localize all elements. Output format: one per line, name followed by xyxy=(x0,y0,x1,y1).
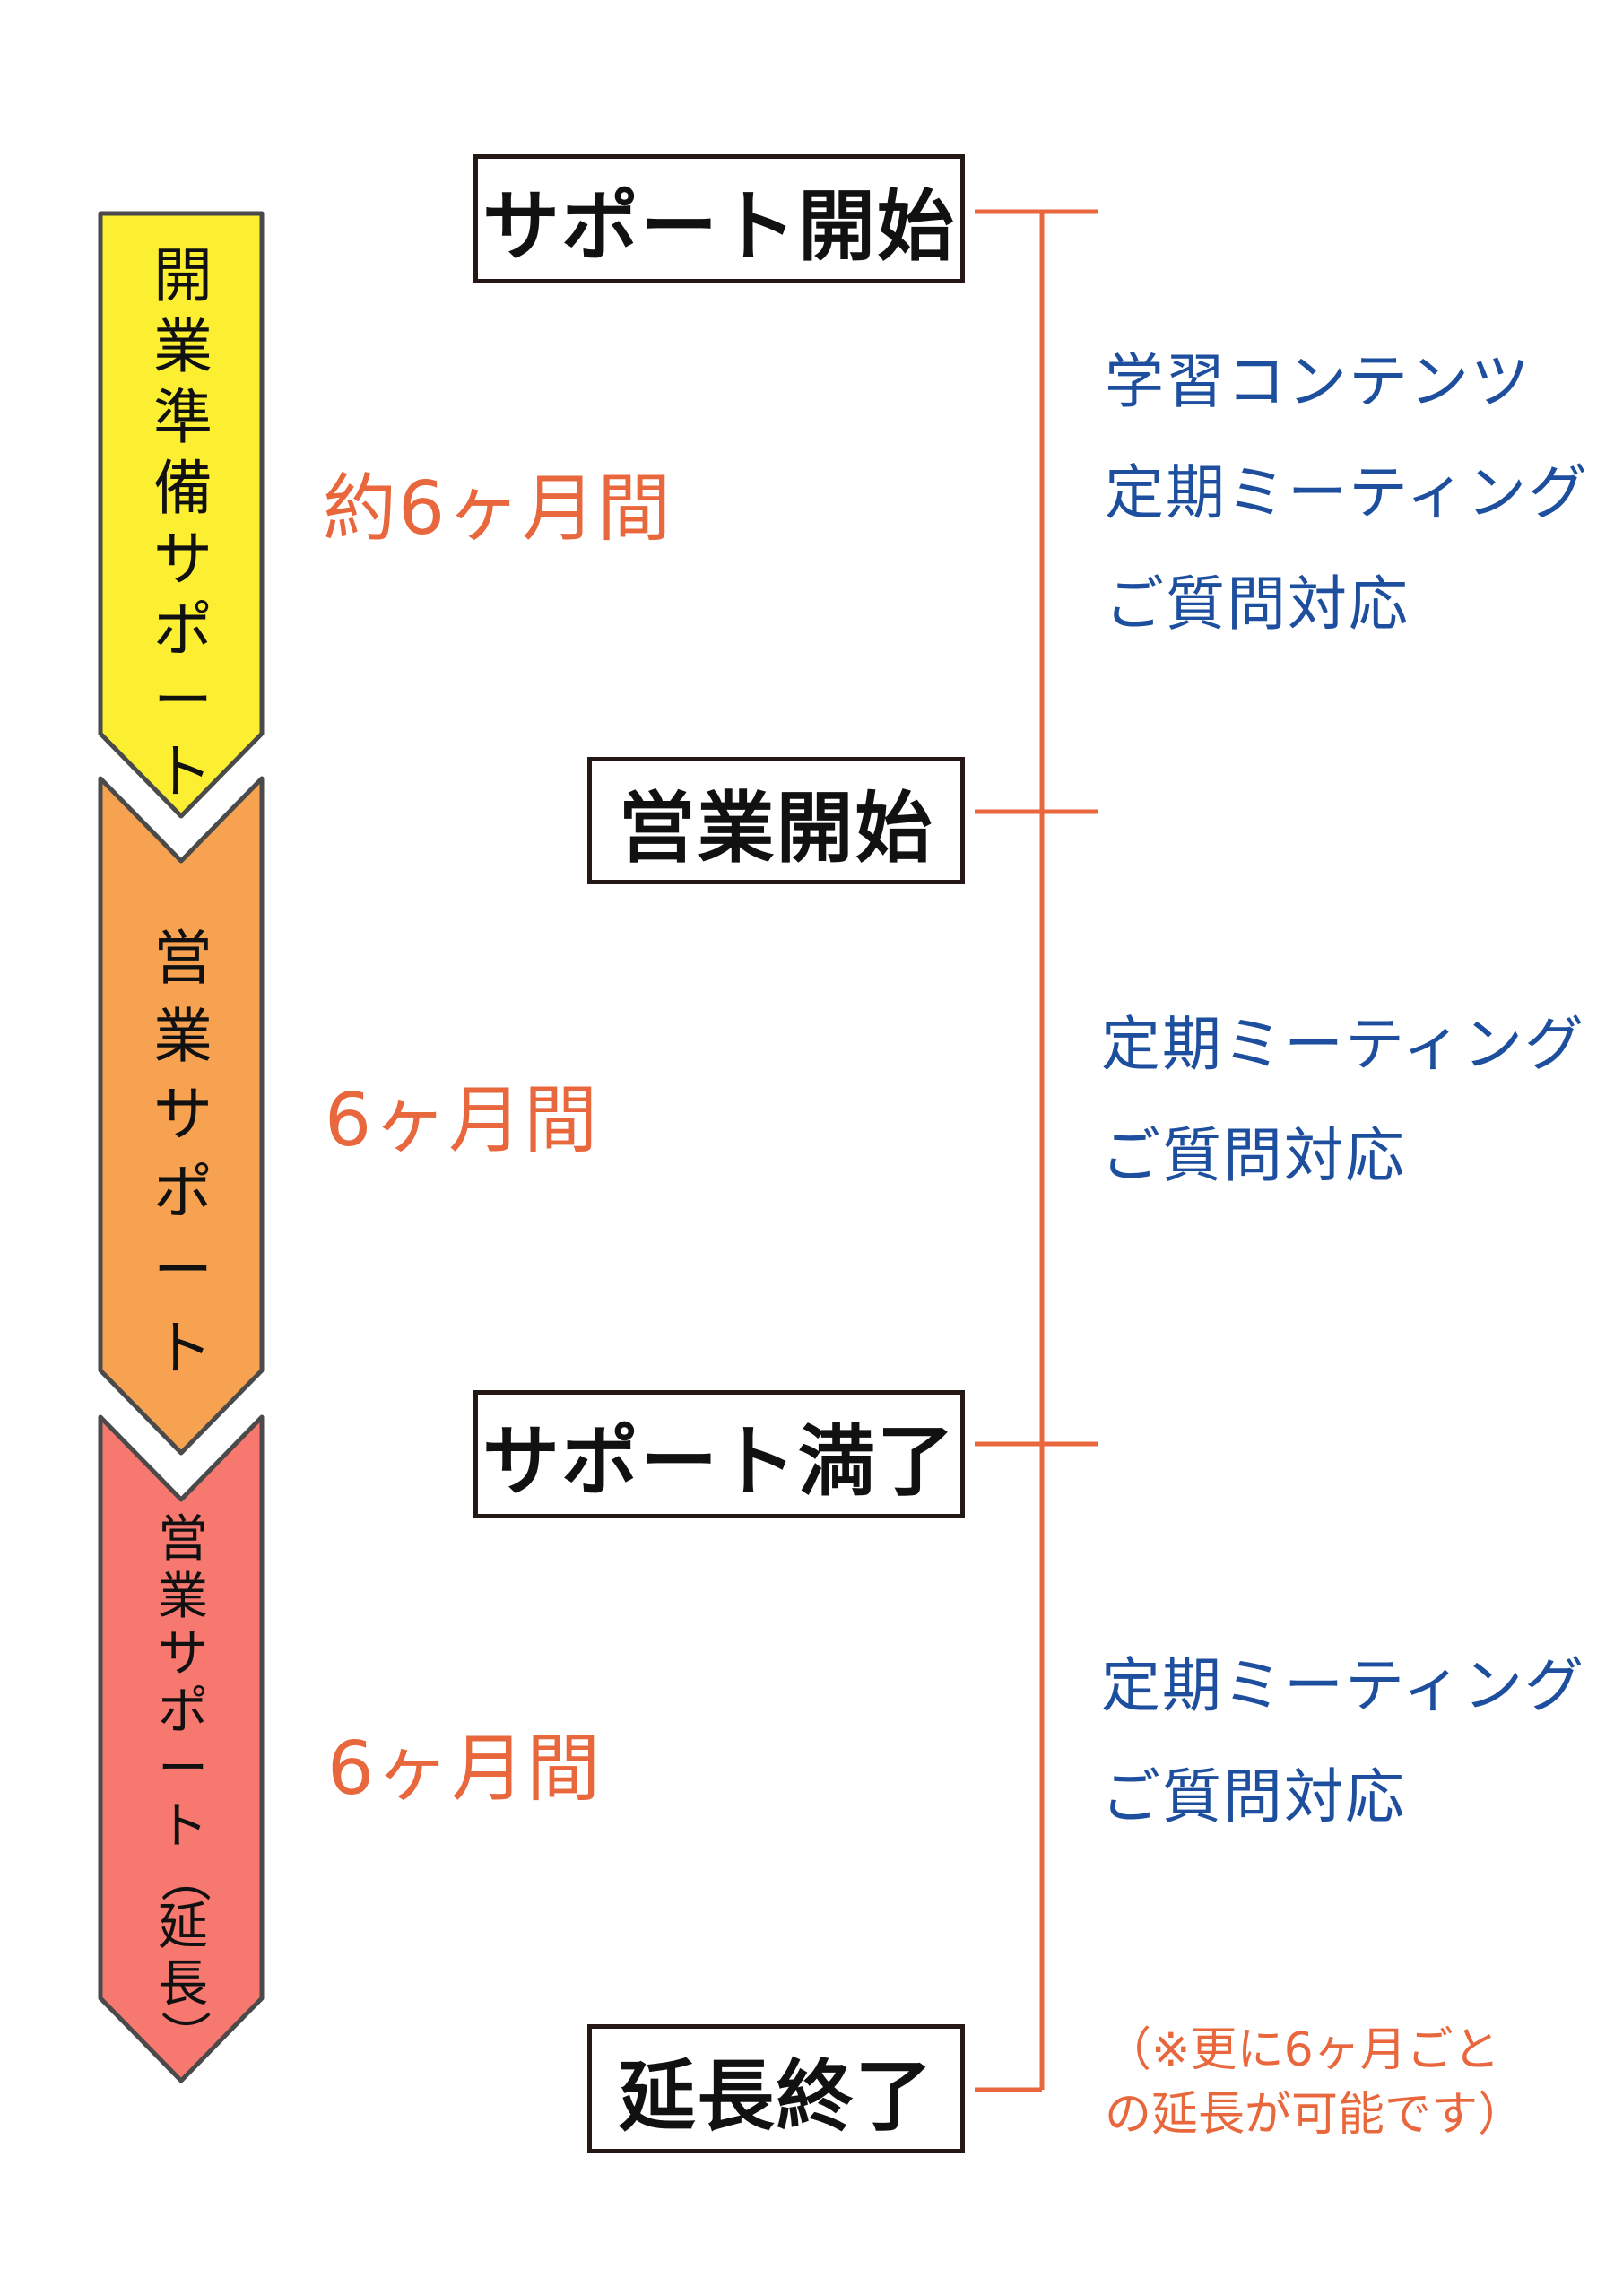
phase-arrow-preparation xyxy=(98,211,265,819)
service-item: 定期ミーティング xyxy=(1105,458,1590,527)
duration-sales: 6ヶ月間 xyxy=(325,1078,600,1163)
service-item: ご質問対応 xyxy=(1101,1121,1406,1190)
milestone-extension-end: 延長終了 xyxy=(587,2024,965,2153)
services-preparation: 学習コンテンツ 定期ミーティング ご質問対応 xyxy=(1105,326,1589,660)
milestone-support-end: サポート満了 xyxy=(473,1390,965,1518)
service-item: 学習コンテンツ xyxy=(1105,347,1532,416)
milestone-sales-start: 営業開始 xyxy=(587,757,965,884)
phase-label-preparation: 開 業 準 備 サ ポ ー ト xyxy=(153,241,213,806)
service-item: ご質問対応 xyxy=(1105,570,1410,639)
service-item: 定期ミーティング xyxy=(1101,1651,1586,1720)
services-sales: 定期ミーティング ご質問対応 xyxy=(1101,989,1585,1212)
service-item: 定期ミーティング xyxy=(1101,1010,1586,1079)
phase-label-sales: 営 業 サ ポ ー ト xyxy=(153,924,213,1383)
extension-note: （※更に6ヶ月ごと の延長が可能です） xyxy=(1105,2023,1525,2142)
milestone-support-start: サポート開始 xyxy=(473,154,965,283)
phase-arrow-sales xyxy=(98,776,265,1456)
phase-arrow-extension xyxy=(98,1414,265,2083)
phase-label-extension: 営 業 サ ポ ー ト （ 延 長 ） xyxy=(154,1510,213,2061)
service-item: ご質問対応 xyxy=(1101,1762,1406,1831)
duration-extension: 6ヶ月間 xyxy=(327,1726,603,1812)
duration-preparation: 約6ヶ月間 xyxy=(323,466,673,552)
services-extension: 定期ミーティング ご質問対応 xyxy=(1101,1631,1585,1853)
